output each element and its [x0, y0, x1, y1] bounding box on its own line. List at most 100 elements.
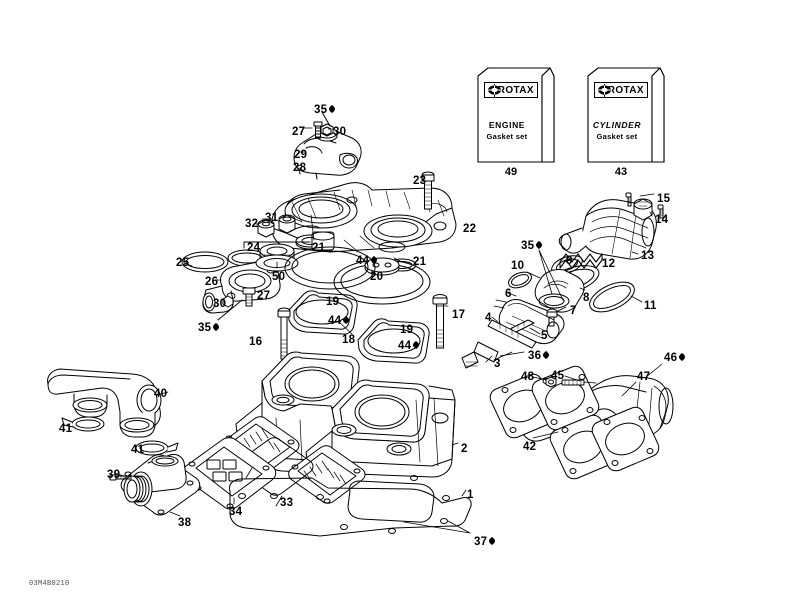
service-marker-icon	[327, 104, 337, 114]
service-marker-icon	[487, 536, 497, 546]
leader-21a	[310, 214, 315, 241]
callout-7: 7	[570, 305, 577, 318]
callout-27b: 27	[257, 290, 270, 303]
leader-18	[337, 320, 353, 335]
gasket-package-cylinder: ROTAX CYLINDER Gasket set 43	[582, 62, 672, 178]
callout-40: 40	[154, 388, 168, 401]
leader-11	[630, 295, 643, 303]
callout-37: 37	[474, 536, 497, 549]
callout-number: 21	[413, 256, 427, 268]
callout-number: 41	[59, 423, 73, 435]
callout-number: 23	[413, 175, 427, 187]
callout-number: 1	[467, 489, 474, 501]
callout-41b: 41	[131, 444, 145, 457]
leader-5	[529, 327, 541, 335]
exhaust-flange-lower-right	[591, 406, 660, 472]
callout-20: 20	[370, 271, 383, 284]
screw-7	[546, 308, 558, 327]
package-callout-43: 43	[614, 166, 628, 178]
package-outline-cylinder	[587, 67, 665, 163]
callout-number: 9	[566, 255, 573, 267]
needle-3	[461, 341, 513, 369]
package-line1-engine: ENGINE	[488, 120, 526, 130]
package-line2-cylinder: Gasket set	[596, 132, 638, 141]
callout-number: 47	[637, 371, 651, 383]
package-outline-engine	[477, 67, 555, 163]
callout-number: 31	[265, 212, 279, 224]
callout-number: 41	[131, 444, 145, 456]
leader-4	[491, 316, 499, 323]
leader-42	[532, 431, 559, 439]
package-line2-engine: Gasket set	[486, 132, 528, 141]
callout-47: 47	[637, 371, 651, 384]
callout-21b: 21	[413, 256, 427, 269]
leader-13	[631, 251, 639, 255]
callout-26: 26	[205, 276, 218, 289]
nut-48	[545, 376, 557, 388]
callout-number: 17	[452, 309, 466, 321]
head-seal-upper	[284, 246, 376, 290]
screw-23	[421, 171, 435, 210]
callout-23: 23	[413, 175, 427, 188]
callout-34: 34	[229, 506, 242, 519]
leader-14	[649, 211, 653, 217]
callout-number: 30	[213, 298, 227, 310]
callout-50: 50	[272, 271, 285, 284]
screw-16	[277, 307, 291, 360]
callout-number: 38	[178, 517, 192, 529]
carb-flange-38	[120, 453, 201, 516]
exhaust-pipe-40	[47, 368, 162, 438]
callout-24: 24	[247, 242, 260, 255]
callout-8: 8	[583, 292, 590, 305]
callout-number: 5	[541, 330, 548, 342]
leader-33-34	[245, 467, 283, 507]
leader-45	[564, 375, 581, 382]
callout-16: 16	[249, 336, 262, 349]
leader-25	[183, 262, 193, 267]
callout-number: 40	[154, 388, 168, 400]
callout-number: 39	[107, 469, 121, 481]
leader-39	[115, 473, 126, 477]
callout-number: 4	[485, 312, 492, 324]
callout-27a: 27	[292, 126, 305, 139]
callout-39: 39	[107, 469, 121, 482]
callout-22: 22	[463, 223, 477, 236]
gasket-package-engine: ROTAX ENGINE Gasket set 49	[472, 62, 562, 178]
rotax-emblem-icon	[597, 84, 612, 96]
callout-number: 2	[461, 443, 468, 455]
callout-number: 44	[356, 255, 370, 267]
service-marker-icon	[211, 322, 221, 332]
leader-48	[532, 376, 547, 381]
bracket-24	[243, 241, 311, 249]
leader-28	[295, 164, 303, 167]
flange-plate-35	[534, 269, 585, 313]
callout-number: 35	[314, 104, 328, 116]
callout-number: 11	[644, 300, 657, 312]
service-marker-icon	[677, 352, 687, 362]
callout-5: 5	[541, 330, 548, 343]
callout-44a: 44	[356, 255, 379, 268]
callout-number: 33	[280, 497, 294, 509]
callout-41a: 41	[59, 423, 73, 436]
catalog-code: 03M4B0210	[29, 580, 70, 588]
rotax-logo-cylinder: ROTAX	[594, 82, 648, 98]
callout-number: 19	[326, 296, 340, 308]
callout-number: 14	[655, 214, 669, 226]
callout-number: 32	[245, 218, 259, 230]
callout-number: 22	[463, 223, 477, 235]
callout-number: 36	[528, 350, 542, 362]
oring-11	[589, 281, 635, 313]
clamp-41-left	[61, 416, 105, 432]
callout-48: 48	[521, 371, 534, 384]
screw-15-right	[657, 204, 664, 219]
service-marker-icon	[534, 240, 544, 250]
leader-47	[621, 381, 637, 397]
callout-31: 31	[265, 212, 279, 225]
rotax-emblem-icon	[487, 84, 502, 96]
callout-35c: 35	[521, 240, 544, 253]
callout-38: 38	[178, 517, 192, 530]
leader-35-right	[538, 249, 564, 301]
callout-number: 7	[570, 305, 577, 317]
callout-10: 10	[511, 260, 524, 273]
